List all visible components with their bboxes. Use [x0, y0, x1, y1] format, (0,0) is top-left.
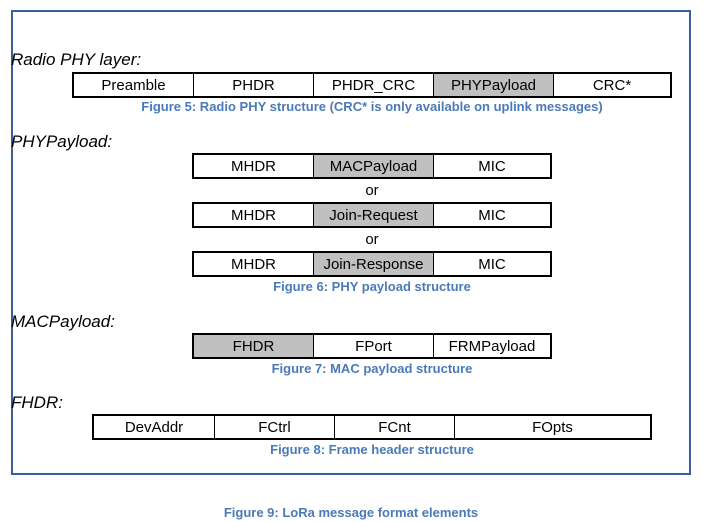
radio-phy-row: Preamble PHDR PHDR_CRC PHYPayload CRC* [72, 72, 672, 98]
cell-fopts: FOpts [455, 416, 650, 438]
cell-macpayload: MACPayload [314, 155, 434, 177]
cell-preamble: Preamble [74, 74, 194, 96]
cell-mhdr: MHDR [194, 204, 314, 226]
cell-devaddr: DevAddr [94, 416, 215, 438]
cell-mic: MIC [434, 204, 550, 226]
cell-fport: FPort [314, 335, 434, 357]
phy-payload-row-2: MHDR Join-Request MIC [192, 202, 552, 228]
cell-fctrl: FCtrl [215, 416, 335, 438]
caption-figure-8: Figure 8: Frame header structure [270, 442, 474, 457]
or-separator: or [365, 182, 379, 199]
caption-figure-7: Figure 7: MAC payload structure [271, 361, 473, 376]
cell-phypayload: PHYPayload [434, 74, 554, 96]
cell-phdr-crc: PHDR_CRC [314, 74, 434, 96]
phy-payload-label: PHYPayload: [11, 132, 113, 151]
cell-mic: MIC [434, 253, 550, 275]
caption-figure-9: Figure 9: LoRa message format elements [223, 505, 479, 520]
fhdr-row: DevAddr FCtrl FCnt FOpts [92, 414, 652, 440]
cell-phdr: PHDR [194, 74, 314, 96]
fhdr-label: FHDR: [11, 393, 63, 412]
cell-mhdr: MHDR [194, 155, 314, 177]
mac-payload-row: FHDR FPort FRMPayload [192, 333, 552, 359]
cell-join-request: Join-Request [314, 204, 434, 226]
cell-fcnt: FCnt [335, 416, 455, 438]
cell-fhdr: FHDR [194, 335, 314, 357]
cell-frmpayload: FRMPayload [434, 335, 550, 357]
radio-phy-label: Radio PHY layer: [11, 50, 142, 69]
or-separator: or [365, 231, 379, 248]
diagram-frame [11, 10, 691, 475]
cell-mhdr: MHDR [194, 253, 314, 275]
phy-payload-row-1: MHDR MACPayload MIC [192, 153, 552, 179]
cell-join-response: Join-Response [314, 253, 434, 275]
phy-payload-row-3: MHDR Join-Response MIC [192, 251, 552, 277]
cell-crc: CRC* [554, 74, 670, 96]
caption-figure-5: Figure 5: Radio PHY structure (CRC* is o… [141, 99, 603, 114]
mac-payload-label: MACPayload: [11, 312, 115, 331]
caption-figure-6: Figure 6: PHY payload structure [273, 279, 471, 294]
cell-mic: MIC [434, 155, 550, 177]
